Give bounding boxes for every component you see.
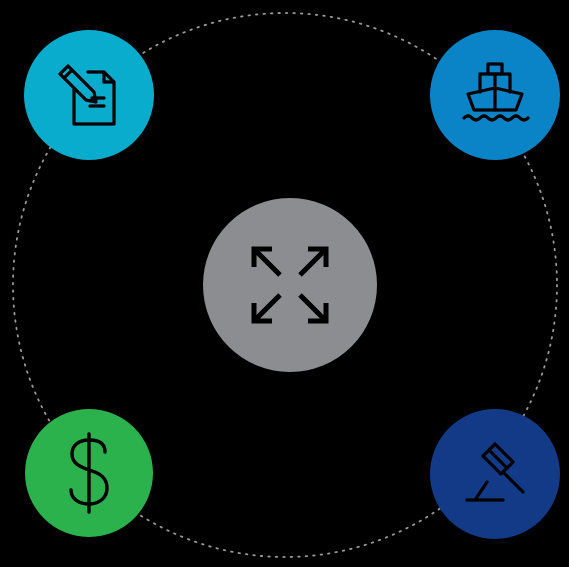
ship-icon <box>462 62 530 122</box>
expand-arrows-icon <box>251 246 329 324</box>
expand-node[interactable] <box>203 198 377 372</box>
document-edit-icon <box>58 64 116 126</box>
shipping-node[interactable] <box>430 30 560 160</box>
dollar-icon <box>69 432 109 514</box>
gavel-icon <box>465 442 525 502</box>
document-node[interactable] <box>24 30 154 160</box>
legal-node[interactable] <box>430 409 560 539</box>
payment-node[interactable] <box>25 409 153 537</box>
